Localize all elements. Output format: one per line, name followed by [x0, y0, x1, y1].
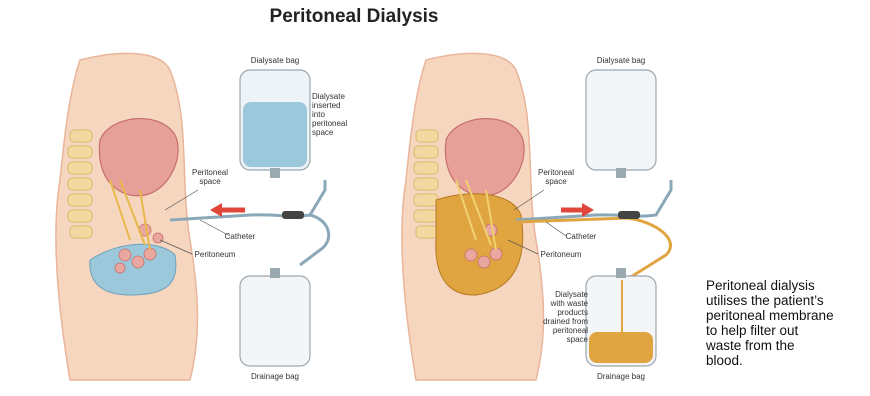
drainage-bag — [240, 268, 310, 366]
catheter-tube — [516, 180, 671, 220]
drain-tube — [300, 215, 329, 265]
drainage-bag — [586, 268, 656, 366]
drainage-bag-label: Drainage bag — [576, 372, 666, 381]
flow-arrowhead — [210, 203, 222, 217]
filling-panel: Dialysate bag Dialysate inserted into pe… — [50, 40, 370, 390]
peritoneal-space-label: Peritoneal space — [526, 168, 586, 186]
caption-text: Peritoneal dialysis utilises the patient… — [706, 278, 870, 368]
catheter-connector — [282, 211, 304, 219]
dialysate-bag — [586, 70, 656, 178]
dialysate-inserted-label: Dialysate inserted into peritoneal space — [312, 92, 372, 137]
dialysate-bag-label: Dialysate bag — [576, 56, 666, 65]
peritoneum-label: Peritoneum — [526, 250, 596, 259]
waste-drained-label: Dialysate with waste products drained fr… — [518, 290, 588, 344]
catheter-connector — [618, 211, 640, 219]
dialysate-bag — [240, 70, 310, 178]
catheter-label: Catheter — [210, 232, 270, 241]
draining-panel: Dialysate bag Peritoneal space Catheter … — [396, 40, 696, 390]
peritoneal-space-label: Peritoneal space — [180, 168, 240, 186]
diagram-title: Peritoneal Dialysis — [0, 6, 708, 28]
spine — [414, 130, 438, 238]
catheter-label: Catheter — [551, 232, 611, 241]
peritoneum-label: Peritoneum — [180, 250, 250, 259]
drainage-bag-label: Drainage bag — [230, 372, 320, 381]
spine — [68, 130, 92, 238]
dialysate-bag-label: Dialysate bag — [230, 56, 320, 65]
